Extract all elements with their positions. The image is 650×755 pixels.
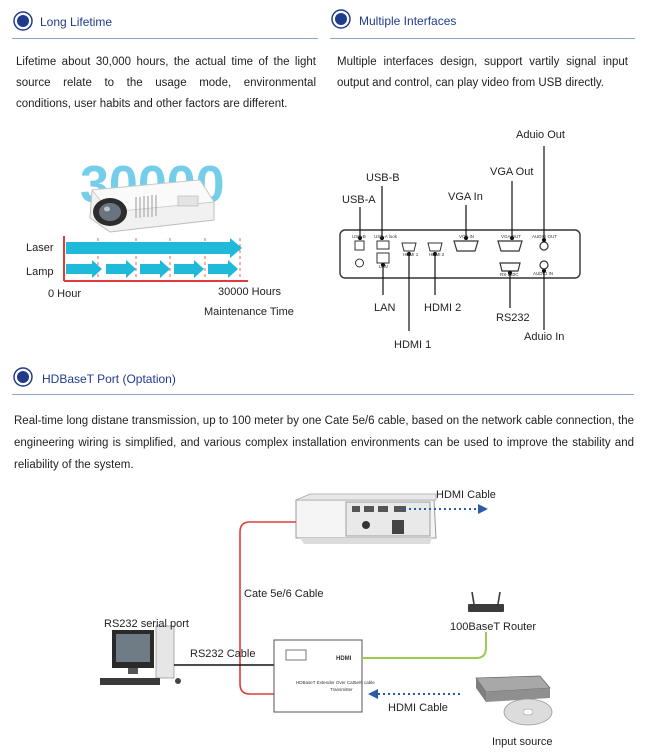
section-body-interfaces: Multiple interfaces design, support vart… [337, 56, 628, 89]
input-source-label: Input source [492, 736, 553, 748]
panel-mark-vga-in: VGA IN [459, 234, 475, 239]
section-bullet-icon [331, 9, 351, 29]
section-divider [330, 38, 635, 39]
router-cable-line [362, 632, 487, 659]
rs232-serial-port-label: RS232 serial port [104, 618, 189, 630]
lamp-bars [66, 260, 238, 278]
callout-vga-out: VGA Out [490, 166, 534, 178]
projector-image [89, 179, 215, 233]
section-title-hdbaset: HDBaseT Port (Optation) [42, 372, 176, 386]
section-title-interfaces: Multiple Interfaces [359, 14, 457, 28]
maintenance-time-label: Maintenance Time [204, 306, 294, 318]
callout-rs232: RS232 [496, 312, 530, 324]
hdbaset-diagram: HDMI Cable Cate 5e/6 Cable RS232 serial … [0, 480, 650, 755]
section-title-lifetime: Long Lifetime [40, 15, 113, 29]
callout-usb-a: USB-A [342, 194, 376, 206]
router-label: 100BaseT Router [450, 621, 537, 633]
section-body-hdbaset: Real-time long distane transmission, up … [14, 415, 634, 471]
section-bullet-icon [13, 11, 33, 31]
section-bullet-icon [13, 367, 33, 387]
audio-out-port [539, 241, 549, 251]
section-divider [12, 394, 634, 395]
transmitter-text-line1: HDBaseT Extender Over Cat5e/6 cable [296, 680, 375, 685]
hdmi2-port [427, 242, 443, 252]
vga-in-port [453, 240, 479, 252]
projector-rear-image [295, 493, 437, 544]
callout-vga-in: VGA In [448, 191, 483, 203]
panel-mark-audio-out: AUDIO OUT [532, 234, 558, 239]
hdmi-cable-bottom-label: HDMI Cable [388, 702, 448, 714]
audio-in-port [539, 260, 549, 270]
lan-port [376, 252, 390, 264]
end-hour-label: 30000 Hours [218, 286, 281, 298]
pc-image [100, 625, 181, 685]
start-hour-label: 0 Hour [48, 288, 82, 300]
panel-mark-vga-out: VGA OUT [501, 234, 522, 239]
section-body-lifetime: Lifetime about 30,000 hours, the actual … [16, 56, 316, 110]
input-source-image [475, 675, 553, 726]
lamp-label: Lamp [26, 266, 54, 278]
rs232-cable-label: RS232 Cable [190, 648, 256, 660]
panel-mark-usb-b: USB-B [352, 234, 366, 239]
power-port [355, 258, 364, 268]
callout-audio-in: Aduio In [524, 331, 565, 343]
transmitter-logo: HDMI [336, 656, 352, 662]
hdmi1-port [401, 242, 417, 252]
panel-mark-usb-a: USB-A look [374, 234, 398, 239]
panel-mark-lan: LAN [379, 264, 388, 269]
cat-cable-line [239, 521, 296, 695]
panel-mark-hdmi1: HDMI 1 [403, 252, 419, 257]
callout-lines [357, 146, 547, 331]
callout-usb-b: USB-B [366, 172, 400, 184]
callout-audio-out: Aduio Out [516, 129, 565, 141]
rs232-port [499, 262, 521, 272]
laser-bar [66, 238, 242, 258]
vga-out-port [497, 240, 523, 252]
cat-cable-label: Cate 5e/6 Cable [244, 588, 324, 600]
hdmi-cable-top-arrow [478, 504, 488, 514]
callout-hdmi2: HDMI 2 [424, 302, 462, 314]
panel-mark-audio-in: AUDIO IN [533, 271, 554, 276]
laser-label: Laser [26, 242, 54, 254]
ports-figure: USB-B USB-A look LAN HDMI 1 HDMI 2 VGA I… [330, 125, 640, 355]
lifetime-figure: 30000 [0, 140, 320, 330]
router-image [468, 591, 504, 612]
hdmi-cable-top-label: HDMI Cable [436, 489, 496, 501]
section-divider [12, 38, 318, 39]
panel-mark-rs232c: RS-232C [500, 272, 519, 277]
callout-lan: LAN [374, 302, 396, 314]
callout-hdmi1: HDMI 1 [394, 339, 432, 351]
usb-b-port [354, 240, 365, 251]
hdmi-cable-bottom-arrow [368, 689, 378, 699]
panel-mark-hdmi2: HDMI 2 [429, 252, 445, 257]
transmitter-text-line2: Transmitter [330, 687, 353, 692]
usb-a-port [376, 240, 390, 250]
